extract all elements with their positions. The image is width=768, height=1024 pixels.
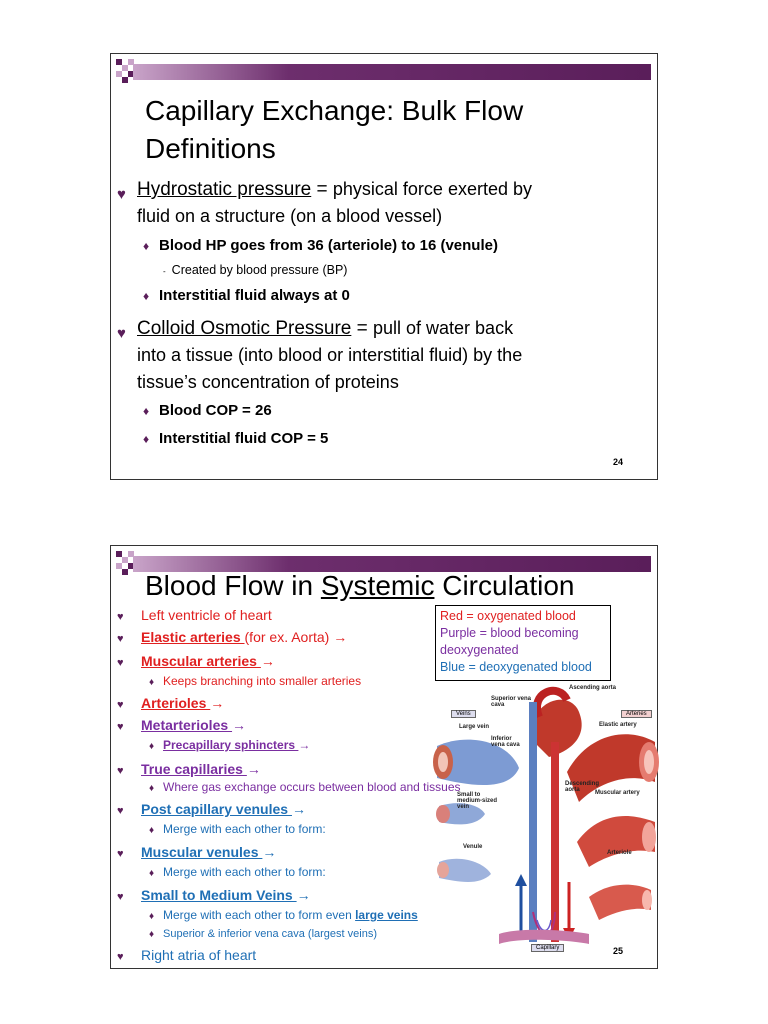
- slide-number: 25: [612, 946, 623, 956]
- title-bar: [133, 64, 651, 80]
- drop-bullet-icon: ♦: [143, 239, 150, 253]
- slide-title: Blood Flow in Systemic Circulation: [145, 570, 575, 601]
- sub-bullet-blood-cop: ♦Blood COP = 26: [143, 402, 272, 419]
- label-inferior-vena-cava: Inferior vena cava: [491, 736, 520, 748]
- drop-bullet-icon: ♦: [143, 404, 150, 418]
- note-merge-even: ♦Merge with each other to form even larg…: [149, 908, 418, 922]
- note-merge-2: ♦Merge with each other to form:: [149, 865, 326, 879]
- item-small-medium-veins: ♥Small to Medium Veins →: [117, 887, 311, 903]
- term-colloid-osmotic-pressure: Colloid Osmotic Pressure: [137, 318, 352, 339]
- item-arterioles: ♥Arterioles →: [117, 695, 225, 711]
- label-superior-vena-cava: Superior vena cava: [491, 696, 532, 708]
- color-legend: Red = oxygenated blood Purple = blood be…: [435, 605, 611, 681]
- label-muscular-artery: Muscular artery: [595, 790, 640, 796]
- tag-arteries: Arteries: [621, 710, 652, 718]
- drop-bullet-icon: ♦: [143, 289, 150, 303]
- note-created-by-bp: -Created by blood pressure (BP): [163, 263, 348, 277]
- note-merge-1: ♦Merge with each other to form:: [149, 822, 326, 836]
- slide-25: Blood Flow in Systemic Circulation ♥Left…: [110, 545, 659, 969]
- drop-bullet-icon: ♦: [143, 432, 150, 446]
- circulation-diagram: [433, 686, 659, 944]
- item-metarterioles: ♥Metarterioles →: [117, 717, 247, 733]
- item-post-capillary-venules: ♥Post capillary venules →: [117, 801, 306, 817]
- item-true-capillaries: ♥True capillaries →: [117, 761, 261, 777]
- note-gas-exchange: ♦Where gas exchange occurs between blood…: [149, 780, 461, 794]
- label-ascending-aorta: Ascending aorta: [569, 685, 617, 691]
- label-elastic-artery: Elastic artery: [599, 722, 637, 728]
- legend-red: Red = oxygenated blood: [440, 609, 576, 623]
- note-keeps-branching: ♦Keeps branching into smaller arteries: [149, 674, 362, 688]
- item-left-ventricle: ♥Left ventricle of heart: [117, 607, 272, 623]
- term-hydrostatic-pressure: Hydrostatic pressure: [137, 179, 312, 200]
- slide-number: 24: [612, 457, 623, 467]
- label-arteriole: Arteriole: [607, 850, 632, 856]
- label-venule: Venule: [463, 844, 483, 850]
- sub-bullet-interstitial-cop: ♦Interstitial fluid COP = 5: [143, 430, 329, 447]
- label-large-vein: Large vein: [459, 724, 490, 730]
- note-precapillary-sphincters: ♦Precapillary sphincters →: [149, 738, 311, 752]
- item-right-atria: ♥Right atria of heart: [117, 947, 257, 963]
- slide-decoration: [116, 551, 162, 575]
- item-muscular-arteries: ♥Muscular arteries →: [117, 653, 275, 669]
- heart-bullet-icon: ♥: [117, 325, 126, 342]
- slide-decoration: [116, 59, 162, 83]
- tag-veins: Veins: [451, 710, 476, 718]
- sub-bullet-interstitial-hp: ♦Interstitial fluid always at 0: [143, 287, 350, 304]
- item-elastic-arteries: ♥Elastic arteries (for ex. Aorta) →: [117, 629, 348, 645]
- label-descending-aorta: Descending aorta: [565, 781, 600, 793]
- sub-bullet-blood-hp: ♦Blood HP goes from 36 (arteriole) to 16…: [143, 237, 498, 254]
- note-vena-cava: ♦Superior & inferior vena cava (largest …: [149, 928, 377, 940]
- item-muscular-venules: ♥Muscular venules →: [117, 844, 277, 860]
- legend-blue: Blue = deoxygenated blood: [440, 660, 592, 674]
- label-small-vein: Small to medium-sized vein: [457, 792, 498, 810]
- tag-capillary: Capillary: [531, 944, 565, 952]
- heart-bullet-icon: ♥: [117, 186, 126, 203]
- title-bar: [133, 556, 651, 572]
- bullet-hydrostatic: ♥ Hydrostatic pressure = physical force …: [117, 179, 532, 226]
- bullet-colloid: ♥ Colloid Osmotic Pressure = pull of wat…: [117, 318, 523, 392]
